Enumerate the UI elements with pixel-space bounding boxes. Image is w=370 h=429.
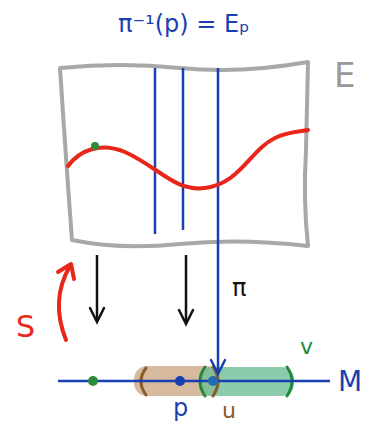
- total-space-outline: [60, 62, 308, 246]
- fiber-projection-line: [217, 68, 220, 372]
- section-arrow: [59, 266, 70, 340]
- base-space-label: M: [338, 368, 362, 396]
- neighbourhood-label: v: [300, 336, 313, 358]
- arrowhead: [58, 264, 74, 279]
- arrowhead: [211, 360, 225, 374]
- neighbourhood-label: u: [222, 400, 236, 422]
- section-curve: [68, 130, 308, 188]
- fiber-label: π⁻¹(p) = Eₚ: [118, 12, 250, 36]
- base-space-line: [58, 380, 330, 383]
- projection-arrow: [96, 255, 99, 320]
- arrowhead: [179, 310, 193, 324]
- fiber-line: [154, 68, 157, 234]
- section-point: [91, 142, 99, 150]
- fiber-line: [182, 68, 185, 230]
- base-point-p: [175, 376, 185, 386]
- arrowhead: [90, 308, 104, 322]
- section-label: S: [16, 312, 35, 342]
- base-point: [88, 376, 98, 386]
- projection-arrow: [185, 255, 188, 322]
- point-label: p: [173, 396, 188, 420]
- projection-label: π: [232, 276, 246, 300]
- base-point: [208, 376, 218, 386]
- total-space-label: E: [334, 58, 355, 92]
